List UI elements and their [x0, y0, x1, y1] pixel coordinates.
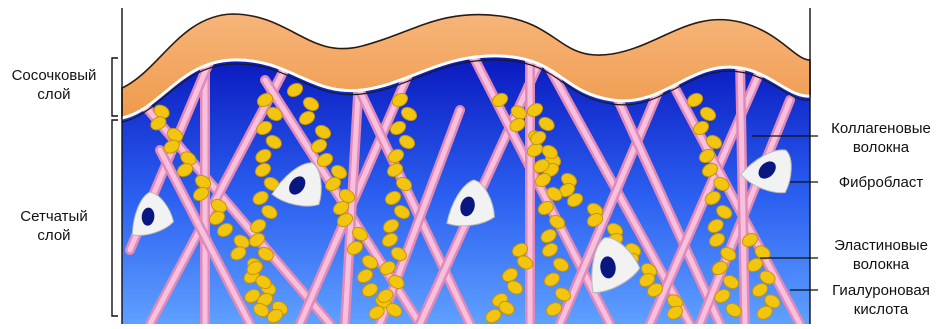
- label-fibroblast: Фибробласт: [822, 173, 940, 192]
- label-reticular-layer: Сетчатый слой: [6, 207, 102, 245]
- reticular-bracket: [112, 120, 118, 316]
- label-collagen-fibers: Коллагеновые волокна: [822, 119, 940, 157]
- papillary-bracket: [112, 58, 118, 116]
- label-papillary-layer: Сосочковый слой: [2, 66, 106, 104]
- label-elastin-fibers: Эластиновые волокна: [822, 236, 940, 274]
- label-hyaluronic-acid: Гиалуроновая кислота: [822, 281, 940, 319]
